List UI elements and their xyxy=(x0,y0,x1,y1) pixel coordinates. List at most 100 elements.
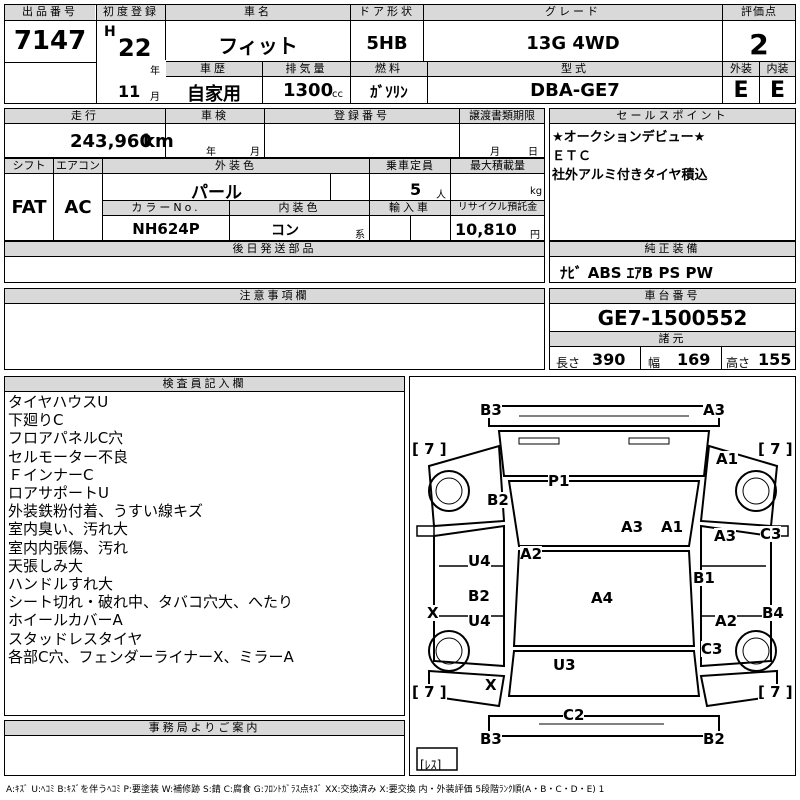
height-label: 高さ xyxy=(726,356,751,370)
damage-mark: A3 xyxy=(714,527,737,545)
damage-mark: X xyxy=(485,676,497,694)
damage-mark: A3 xyxy=(621,518,644,536)
notes-box xyxy=(4,288,545,370)
length-label: 長さ xyxy=(556,356,581,370)
car-name: フィット xyxy=(218,34,298,58)
car-diagram xyxy=(416,405,789,771)
damage-mark: U3 xyxy=(553,656,576,674)
color-label: 外装色 xyxy=(103,159,369,173)
transfer-day-unit: 日 xyxy=(528,147,538,158)
mileage: 243,960 xyxy=(70,131,152,152)
inspection-label: 車検 xyxy=(166,109,264,123)
displacement-unit: cc xyxy=(332,89,343,100)
damage-mark: U4 xyxy=(468,612,491,630)
damage-mark: A3 xyxy=(703,401,726,419)
interior-color-unit: 系 xyxy=(355,230,365,241)
sales-point-line: ★オークションデビュー★ xyxy=(552,130,706,145)
damage-mark: P1 xyxy=(548,472,570,490)
inspector-note: フロアパネルC穴 xyxy=(8,429,124,448)
inspector-note: ＦインナーC xyxy=(8,465,94,484)
spare-tire-label: [ﾚｽ] xyxy=(420,758,442,772)
damage-mark: B3 xyxy=(480,730,502,748)
transfer-deadline-label: 譲渡書類期限 xyxy=(460,109,544,123)
shift-label: シフト xyxy=(5,159,53,173)
model-code: DBA-GE7 xyxy=(530,80,620,101)
inspector-note: タイヤハウスU xyxy=(8,393,109,411)
displacement: 1300 xyxy=(283,80,334,101)
sales-point-line: 社外アルミ付きタイヤ積込 xyxy=(552,168,708,183)
inspection-year-unit: 年 xyxy=(206,147,216,158)
grade: 13G 4WD xyxy=(526,33,620,54)
damage-mark: A1 xyxy=(716,450,739,468)
recycle-label: リサイクル預託金 xyxy=(451,201,544,215)
later-parts-box xyxy=(4,241,545,283)
damage-mark: B2 xyxy=(703,730,725,748)
capacity-label: 乗車定員 xyxy=(370,159,450,173)
equipment-box xyxy=(549,241,796,283)
spec-block xyxy=(4,158,545,241)
score-label: 評価点 xyxy=(723,5,795,20)
specs-label: 諸元 xyxy=(550,332,795,346)
header-block xyxy=(4,4,796,104)
lot-number: 7147 xyxy=(13,26,87,56)
color-no-label: カラーNo. xyxy=(103,201,229,215)
import-label: 輸入車 xyxy=(370,201,450,215)
first-reg-era: H xyxy=(104,24,116,40)
transfer-month-unit: 月 xyxy=(490,147,500,158)
damage-mark: C3 xyxy=(760,525,782,543)
damage-mark: A4 xyxy=(591,589,614,607)
notes-label: 注意事項欄 xyxy=(5,289,544,303)
chassis-number: GE7-1500552 xyxy=(597,306,748,330)
max-load-label: 最大積載量 xyxy=(451,159,544,173)
inspector-note: シート切れ・破れ中、タバコ穴大、へたり xyxy=(8,593,294,612)
exterior-color: パール xyxy=(191,183,242,203)
mileage-unit: km xyxy=(143,131,174,152)
sales-point-line: ＥＴＣ xyxy=(552,149,592,164)
first-reg-label: 初度登録 xyxy=(97,5,165,20)
height-value: 155 xyxy=(758,350,792,369)
recycle-fee: 10,810 xyxy=(455,220,517,239)
inspection-month-unit: 月 xyxy=(250,147,260,158)
recycle-unit: 円 xyxy=(530,230,540,241)
exterior-label: 外装 xyxy=(723,62,759,76)
exterior-grade: E xyxy=(733,78,749,103)
damage-mark: A2 xyxy=(715,612,738,630)
fuel: ｶﾞｿﾘﾝ xyxy=(370,83,408,101)
shift: FAT xyxy=(11,197,47,218)
ac-label: エアコン xyxy=(54,159,102,173)
inspector-label: 検査員記入欄 xyxy=(5,377,404,391)
office-label: 事務局よりご案内 xyxy=(5,721,404,735)
mileage-label: 走行 xyxy=(5,109,165,123)
sales-point-box xyxy=(549,108,796,241)
legend: A:ｷｽﾞ U:ﾍｺﾐ B:ｷｽﾞを伴うﾍｺﾐ P:要塗装 W:補修跡 S:錆 … xyxy=(6,785,605,795)
lot-label: 出品番号 xyxy=(5,5,95,20)
equipment-list: ﾅﾋﾞ ABS ｴｱB PS PW xyxy=(560,264,714,282)
reg-number-label: 登録番号 xyxy=(265,109,459,123)
damage-mark: B4 xyxy=(762,604,784,622)
length-value: 390 xyxy=(592,350,626,369)
capacity-unit: 人 xyxy=(436,190,446,201)
damage-mark: U4 xyxy=(468,552,491,570)
inspector-note: 室内臭い、汚れ大 xyxy=(8,520,129,539)
damage-mark: C2 xyxy=(563,706,585,724)
first-reg-month: 11 xyxy=(118,82,141,101)
inspector-note: ハンドルすれ大 xyxy=(8,575,114,594)
inspector-note: 各部C穴、フェンダーライナーX、ミラーA xyxy=(8,647,294,666)
inspector-note: 天張しみ大 xyxy=(8,556,84,575)
interior-grade: E xyxy=(769,78,786,103)
interior-color: コン xyxy=(271,223,299,239)
inspector-note: スタッドレスタイヤ xyxy=(8,629,143,648)
displacement-label: 排気量 xyxy=(263,62,350,76)
door-label: ドア形状 xyxy=(351,5,423,20)
chassis-label: 車台番号 xyxy=(550,289,795,303)
tread-rear-right: [ 7 ] xyxy=(758,683,793,701)
inspector-notes-list: タイヤハウスU 下廻りC フロアパネルC穴 セルモーター不良 ＦインナーC ロア… xyxy=(8,393,403,666)
inspector-note: 下廻りC xyxy=(8,411,64,430)
inspector-note: 室内内張傷、汚れ xyxy=(8,538,129,557)
inspector-note: 外装鉄粉付着、うすい線キズ xyxy=(8,502,204,521)
score: 2 xyxy=(749,28,769,61)
chassis-box xyxy=(549,288,796,370)
inspector-note: セルモーター不良 xyxy=(8,447,129,466)
inspector-box xyxy=(4,376,405,716)
sales-point-label: セールスポイント xyxy=(550,109,795,123)
